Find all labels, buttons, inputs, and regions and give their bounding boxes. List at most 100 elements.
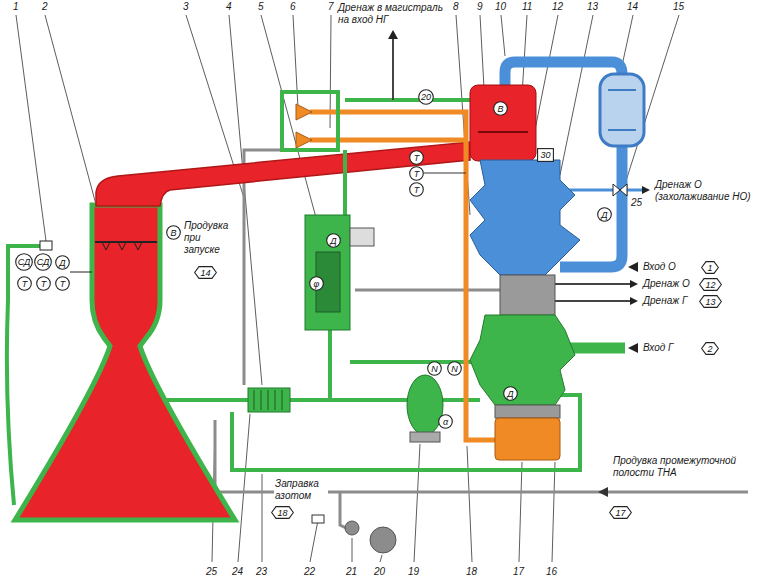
callout-number: 6 [289, 1, 297, 13]
heat-exchanger [248, 388, 290, 412]
node-text: В [170, 228, 176, 238]
leader-line [380, 555, 382, 562]
leader-line [238, 414, 250, 562]
sensor-circle: Т [17, 276, 32, 291]
regulator [305, 215, 350, 330]
orange-line [310, 112, 495, 440]
callout-number: 2 [41, 1, 49, 13]
node-text: Т [414, 153, 420, 163]
turbopump [424, 62, 650, 460]
node-outline [272, 507, 294, 519]
callout-number: 19 [407, 566, 420, 578]
node-text: Д [330, 236, 336, 246]
leader-line [352, 538, 353, 562]
node-text: 14 [200, 268, 210, 278]
callout-number: 16 [545, 566, 558, 578]
turbopump [495, 418, 560, 460]
chamber [70, 272, 92, 273]
node-outline [410, 167, 424, 181]
turbopump [613, 184, 627, 196]
fuel-line [328, 330, 332, 400]
node-text: φ [314, 279, 320, 289]
sensor-circle: СД [34, 253, 52, 271]
heat-exchanger [254, 390, 282, 410]
line-number-tag: 18 [271, 506, 294, 519]
node-outline [504, 387, 518, 401]
leader-line [310, 520, 318, 562]
node-outline [448, 362, 462, 376]
node-outline [702, 343, 719, 355]
flow-label: Дренаж в магистраль на вход НГ [337, 2, 447, 26]
flow-label: Заправка азотом [274, 478, 328, 502]
callout-number: 17 [512, 566, 525, 578]
main-valve [407, 375, 443, 442]
node-outline [16, 254, 33, 271]
node-text: 18 [277, 508, 287, 518]
node-outline [310, 277, 324, 291]
heat-exchanger [248, 388, 290, 412]
flow-arrow [392, 38, 394, 100]
node-outline [702, 262, 719, 274]
node-outline [494, 102, 508, 116]
fuel-line [345, 98, 470, 102]
line-number-tag: 1 [701, 261, 719, 274]
callout-number: 11 [521, 1, 533, 13]
node-text: N [451, 364, 458, 374]
line-number-tag: 12 [699, 278, 722, 291]
leader-line [16, 15, 46, 241]
node-outline [195, 267, 217, 279]
node-outline [327, 234, 341, 248]
nitrogen-bottle [312, 515, 324, 523]
callout-number: 12 [551, 1, 564, 13]
arrow-head [598, 487, 608, 497]
callout-number: 15 [672, 1, 685, 13]
node-outline [35, 254, 52, 271]
leader-line [522, 15, 527, 95]
fuel-line [350, 360, 480, 364]
node-text: 30 [540, 150, 550, 160]
flow-label: 25 [630, 197, 643, 209]
leader-line [414, 444, 420, 562]
flow-arrow [388, 30, 638, 353]
sensor-circle: φ [309, 276, 324, 291]
turbopump [470, 85, 536, 161]
valve-block [296, 104, 312, 148]
sensor-circle: Т [36, 276, 51, 291]
node-text: 1 [707, 263, 712, 273]
flow-arrow [628, 262, 638, 272]
flow-label: Продувка промежуточной полости ТНА [612, 455, 754, 479]
flow-arrow [388, 30, 398, 39]
callout-number: 20 [373, 566, 386, 578]
sensor-circle: Т [55, 276, 70, 291]
callout-number: 25 [205, 566, 218, 578]
callout-number: 5 [257, 1, 265, 13]
sensor-circle: Т [409, 150, 424, 165]
flow-label: Вход Г [642, 342, 675, 354]
callout-number: 24 [231, 566, 244, 578]
callout-number: 9 [476, 1, 484, 13]
node-text: Т [41, 279, 47, 289]
callout-number: 7 [327, 1, 335, 13]
orange-line [310, 138, 466, 143]
line-number-tag: 14 [194, 266, 217, 279]
turbopump [600, 74, 644, 146]
purge-line [244, 150, 282, 385]
main-valve [410, 432, 440, 442]
node-outline [18, 277, 32, 291]
callout-number: 3 [182, 1, 190, 13]
valve-block [282, 92, 338, 150]
node-outline [428, 362, 442, 376]
turbopump [470, 160, 580, 275]
callout-number: 18 [465, 566, 478, 578]
node-text: СД [37, 257, 50, 267]
node-outline [700, 279, 722, 291]
node-text: α [443, 417, 448, 427]
node-text: N [431, 364, 438, 374]
leader-line [519, 462, 522, 562]
flow-label: Вход О [642, 261, 677, 273]
sensor-circle: Д [326, 233, 341, 248]
callout-number: 21 [345, 566, 358, 578]
node-text: 20 [421, 92, 431, 102]
sensor-circle: N [447, 361, 462, 376]
